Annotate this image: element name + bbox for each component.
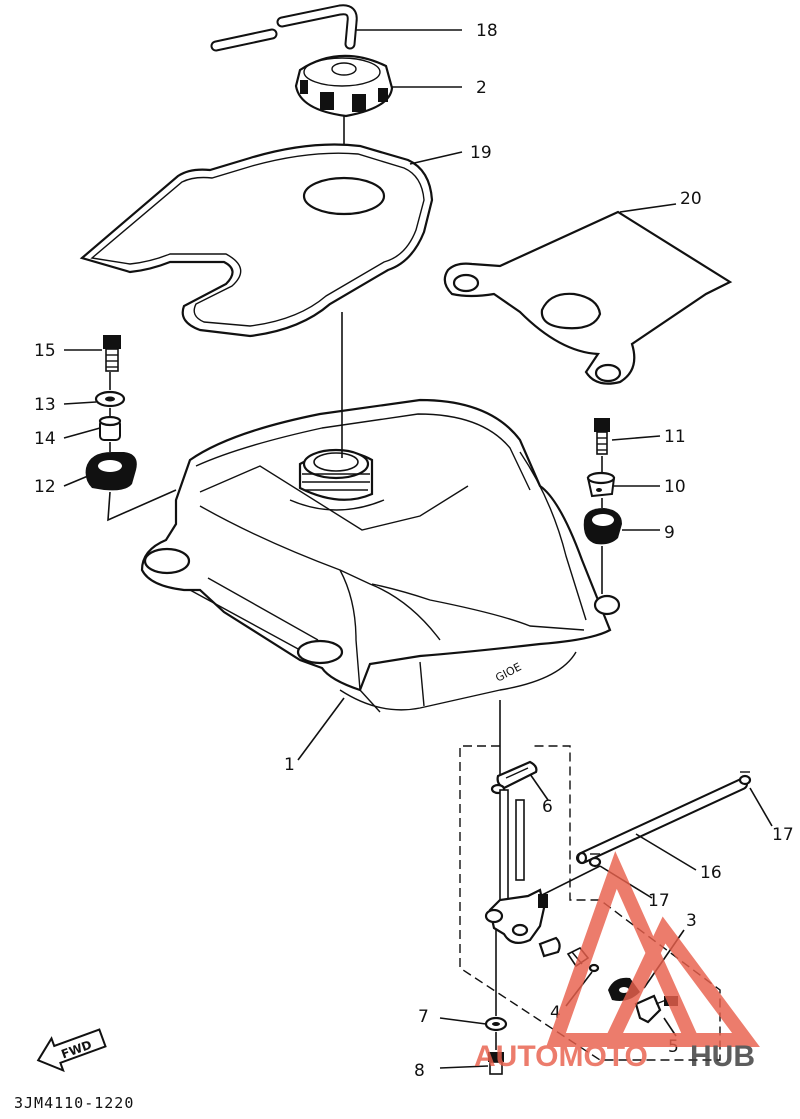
fuel-cock-assembly — [459, 745, 721, 1061]
washer-part-13 — [94, 390, 126, 408]
callout-1: 1 — [284, 755, 295, 775]
callout-15: 15 — [34, 341, 56, 361]
clip-part-17-right — [738, 771, 752, 786]
grommet-part-9 — [583, 508, 622, 545]
grommet-part-12 — [85, 452, 137, 491]
forward-direction-arrow: FWD — [36, 1028, 107, 1073]
washer-part-10 — [586, 471, 616, 498]
callout-16: 16 — [700, 863, 722, 883]
tank-cover-gasket-part-19 — [79, 143, 434, 338]
callout-8: 8 — [414, 1061, 425, 1081]
breather-hose-part-18 — [210, 4, 358, 52]
watermark-text-hub: HUB — [690, 1040, 755, 1073]
callout-6: 6 — [542, 797, 553, 817]
guide-lines — [107, 312, 603, 1050]
callout-9: 9 — [664, 523, 675, 543]
fuel-strainer-tube — [499, 789, 525, 911]
fuel-cock-body — [484, 888, 548, 945]
gasket-part-6 — [496, 760, 538, 790]
watermark-text-automoto: AUTOMOTO — [474, 1040, 648, 1073]
callout-2: 2 — [476, 78, 487, 98]
clip-part-17-center — [588, 853, 602, 868]
callout-12: 12 — [34, 477, 56, 497]
bolt-part-15 — [103, 335, 121, 372]
callout-19: 19 — [470, 143, 492, 163]
callout-14: 14 — [34, 429, 56, 449]
watermark-triangle-icon — [546, 851, 760, 1047]
callout-3: 3 — [686, 911, 697, 931]
callout-labels: 18 2 19 20 15 13 14 12 11 10 9 1 6 17 16… — [34, 21, 794, 1081]
callout-4: 4 — [550, 1003, 561, 1023]
fuel-hose-part-16 — [576, 778, 748, 865]
bolt-part-11 — [594, 418, 610, 455]
svg-text:GIOE: GIOE — [493, 660, 523, 684]
callout-20: 20 — [680, 189, 702, 209]
collar-part-14 — [98, 415, 122, 441]
fuel-tank-part-1: GIOE — [140, 398, 621, 713]
drain-screw-part-8 — [488, 1052, 504, 1075]
callout-11: 11 — [664, 427, 686, 447]
callout-10: 10 — [664, 477, 686, 497]
washer-part-7 — [484, 1016, 508, 1032]
callout-7: 7 — [418, 1007, 429, 1027]
callout-17-center: 17 — [648, 891, 670, 911]
callout-13: 13 — [34, 395, 56, 415]
automotohub-watermark: AUTOMOTO HUB — [474, 851, 760, 1073]
side-plate-part-20 — [443, 210, 733, 385]
drawing-code: 3JM4110-1220 — [14, 1094, 134, 1112]
callout-17-right: 17 — [772, 825, 794, 845]
callout-18: 18 — [476, 21, 498, 41]
